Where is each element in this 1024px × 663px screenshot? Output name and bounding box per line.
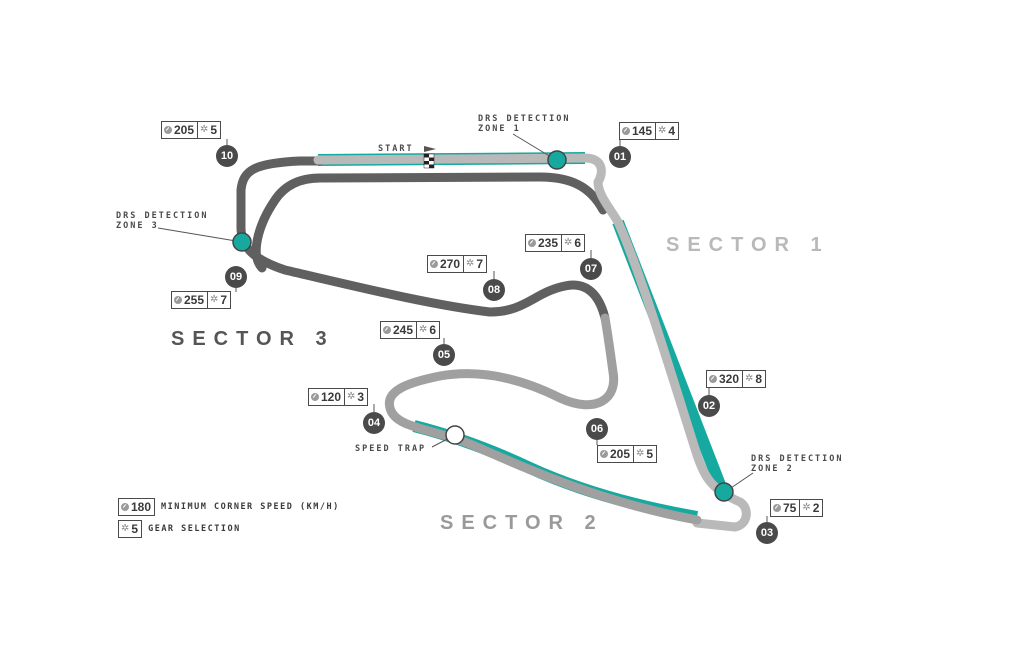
corner-07-gear: 6 — [574, 236, 582, 250]
legend-speed-text: MINIMUM CORNER SPEED (KM/H) — [161, 502, 340, 512]
corner-04-speed: 120 — [321, 390, 342, 404]
drs-zone-2-label-line2: ZONE 2 — [751, 464, 794, 474]
corner-09-gear: 7 — [220, 293, 228, 307]
gear-icon: ✲ — [419, 324, 428, 335]
drs-zone-1-label-line2: ZONE 1 — [478, 124, 521, 134]
start-arrow-icon — [424, 146, 436, 152]
corner-06-gear: 5 — [646, 447, 654, 461]
legend-gear-text: GEAR SELECTION — [148, 524, 241, 534]
speedometer-icon — [600, 450, 608, 458]
drs-zone-3-label-line2: ZONE 3 — [116, 221, 159, 231]
corner-03-gear: 2 — [812, 501, 820, 515]
sector-2-label: SECTOR 2 — [440, 512, 604, 534]
turn-10-badge: 10 — [216, 145, 238, 167]
gear-icon: ✲ — [121, 523, 130, 534]
start-label: START — [378, 144, 414, 154]
speedometer-icon — [174, 296, 182, 304]
turn-01-badge: 01 — [609, 146, 631, 168]
corner-10-info: 205 ✲5 — [161, 121, 222, 139]
corner-03-speed: 75 — [783, 501, 797, 515]
speedometer-icon — [121, 503, 129, 511]
sector-1-label: SECTOR 1 — [666, 234, 830, 256]
corner-05-speed: 245 — [393, 323, 414, 337]
corner-05-info: 245 ✲6 — [380, 321, 441, 339]
sector-3-label: SECTOR 3 — [171, 328, 335, 350]
corner-02-speed: 320 — [719, 372, 740, 386]
drs-detection-zone-3-marker — [232, 232, 252, 252]
corner-06-info: 205 ✲5 — [597, 445, 658, 463]
speedometer-icon — [709, 375, 717, 383]
gear-icon: ✲ — [745, 373, 754, 384]
corner-08-info: 270 ✲7 — [427, 255, 488, 273]
corner-08-gear: 7 — [476, 257, 484, 271]
corner-09-info: 255 ✲7 — [171, 291, 232, 309]
drs-zone-2-label-line1: DRS DETECTION — [751, 454, 844, 464]
corner-08-speed: 270 — [440, 257, 461, 271]
gear-icon: ✲ — [210, 294, 219, 305]
corner-10-speed: 205 — [174, 123, 195, 137]
speedometer-icon — [430, 260, 438, 268]
corner-02-info: 320 ✲8 — [706, 370, 767, 388]
gear-icon: ✲ — [347, 391, 356, 402]
legend-speed-row: 180 MINIMUM CORNER SPEED (KM/H) — [118, 498, 340, 516]
speedometer-icon — [164, 126, 172, 134]
drs-zone-3-label: DRS DETECTION ZONE 3 — [116, 211, 209, 231]
legend-gear-example: 5 — [131, 522, 139, 536]
corner-04-gear: 3 — [357, 390, 365, 404]
gear-icon: ✲ — [802, 502, 811, 513]
corner-07-speed: 235 — [538, 236, 559, 250]
corner-07-info: 235 ✲6 — [525, 234, 586, 252]
drs-detection-zone-2-marker — [714, 482, 734, 502]
gear-icon: ✲ — [564, 237, 573, 248]
corner-09-speed: 255 — [184, 293, 205, 307]
track-sector-2 — [384, 313, 702, 525]
speedometer-icon — [773, 504, 781, 512]
start-finish-flag — [423, 153, 435, 169]
legend-speed-example: 180 — [131, 500, 152, 514]
speedometer-icon — [383, 326, 391, 334]
turn-06-badge: 06 — [586, 418, 608, 440]
corner-01-gear: 4 — [668, 124, 676, 138]
corner-10-gear: 5 — [210, 123, 218, 137]
turn-09-badge: 09 — [225, 266, 247, 288]
corner-04-info: 120 ✲3 — [308, 388, 369, 406]
turn-07-badge: 07 — [580, 258, 602, 280]
corner-01-info: 145 ✲4 — [619, 122, 680, 140]
corner-01-speed: 145 — [632, 124, 653, 138]
speedometer-icon — [622, 127, 630, 135]
corner-03-info: 75 ✲2 — [770, 499, 824, 517]
corner-05-gear: 6 — [429, 323, 437, 337]
drs-zone-2-label: DRS DETECTION ZONE 2 — [751, 454, 844, 474]
turn-04-badge: 04 — [363, 412, 385, 434]
drs-detection-zone-1-marker — [547, 150, 567, 170]
drs-zone-1-label: DRS DETECTION ZONE 1 — [478, 114, 571, 134]
gear-icon: ✲ — [200, 124, 209, 135]
track-sector-3 — [236, 156, 610, 323]
speedometer-icon — [311, 393, 319, 401]
legend-gear-box: ✲5 — [118, 520, 143, 538]
speed-trap-marker — [445, 425, 465, 445]
drs-zone-3-label-line1: DRS DETECTION — [116, 211, 209, 221]
corner-02-gear: 8 — [755, 372, 763, 386]
leader-lines — [157, 133, 768, 522]
turn-03-badge: 03 — [756, 522, 778, 544]
legend-gear-row: ✲5 GEAR SELECTION — [118, 520, 241, 538]
corner-06-speed: 205 — [610, 447, 631, 461]
legend-speed-box: 180 — [118, 498, 156, 516]
gear-icon: ✲ — [636, 448, 645, 459]
speedometer-icon — [528, 239, 536, 247]
gear-icon: ✲ — [658, 125, 667, 136]
drs-zone-1-label-line1: DRS DETECTION — [478, 114, 571, 124]
speed-trap-label: SPEED TRAP — [355, 444, 427, 454]
gear-icon: ✲ — [466, 258, 475, 269]
turn-08-badge: 08 — [483, 279, 505, 301]
turn-05-badge: 05 — [433, 344, 455, 366]
track-sector-1 — [313, 153, 751, 532]
turn-02-badge: 02 — [698, 395, 720, 417]
